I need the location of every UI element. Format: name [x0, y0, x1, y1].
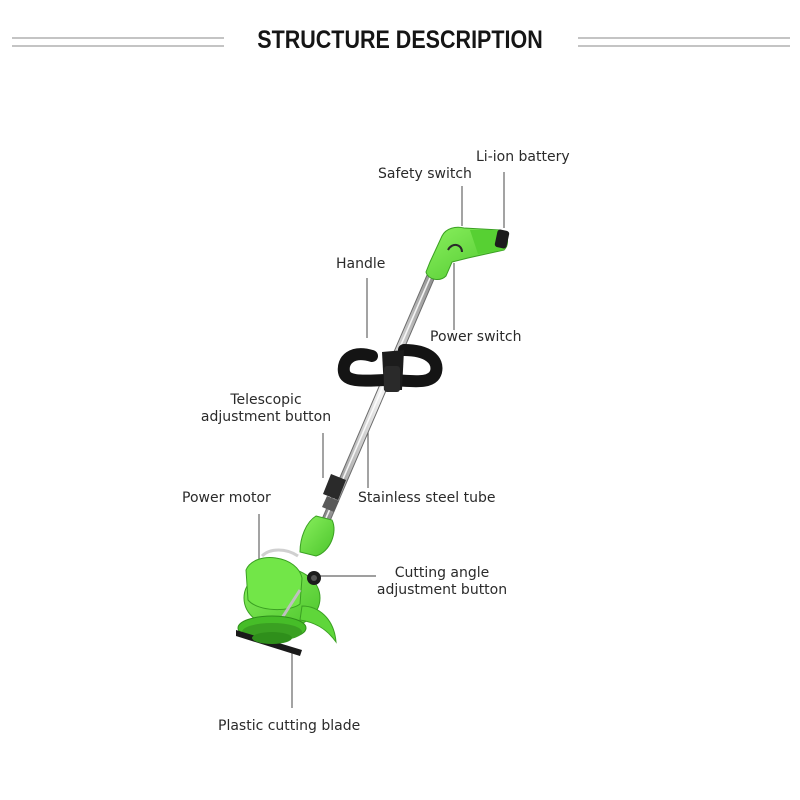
stainless-steel-tube: [321, 257, 442, 525]
plastic-cutting-blade: [236, 605, 337, 656]
lower-joint: [299, 515, 335, 557]
label-cutting-angle-adjustment-button: Cutting angle adjustment button: [372, 565, 512, 599]
label-telescopic-adjustment-button: Telescopic adjustment button: [196, 392, 336, 426]
telescopic-collar: [322, 474, 346, 512]
label-plastic-cutting-blade: Plastic cutting blade: [218, 718, 361, 734]
grip-housing: [425, 226, 510, 280]
label-li-ion-battery: Li-ion battery: [476, 149, 570, 165]
label-safety-switch: Safety switch: [378, 166, 472, 182]
page-title: STRUCTURE DESCRIPTION: [257, 26, 543, 54]
label-power-motor: Power motor: [182, 490, 271, 506]
label-cutting-angle-line-1: Cutting angle: [394, 565, 490, 581]
label-power-switch: Power switch: [430, 329, 522, 345]
label-stainless-steel-tube: Stainless steel tube: [358, 490, 496, 506]
title-rule-left: [12, 37, 224, 47]
label-handle: Handle: [336, 256, 386, 272]
label-cutting-angle-line-2: adjustment button: [376, 582, 508, 598]
label-telescopic-line-1: Telescopic: [230, 392, 302, 408]
title-rule-right: [578, 37, 790, 47]
handle: [337, 344, 443, 392]
label-telescopic-line-2: adjustment button: [200, 409, 332, 425]
leader-lines: [258, 172, 505, 708]
